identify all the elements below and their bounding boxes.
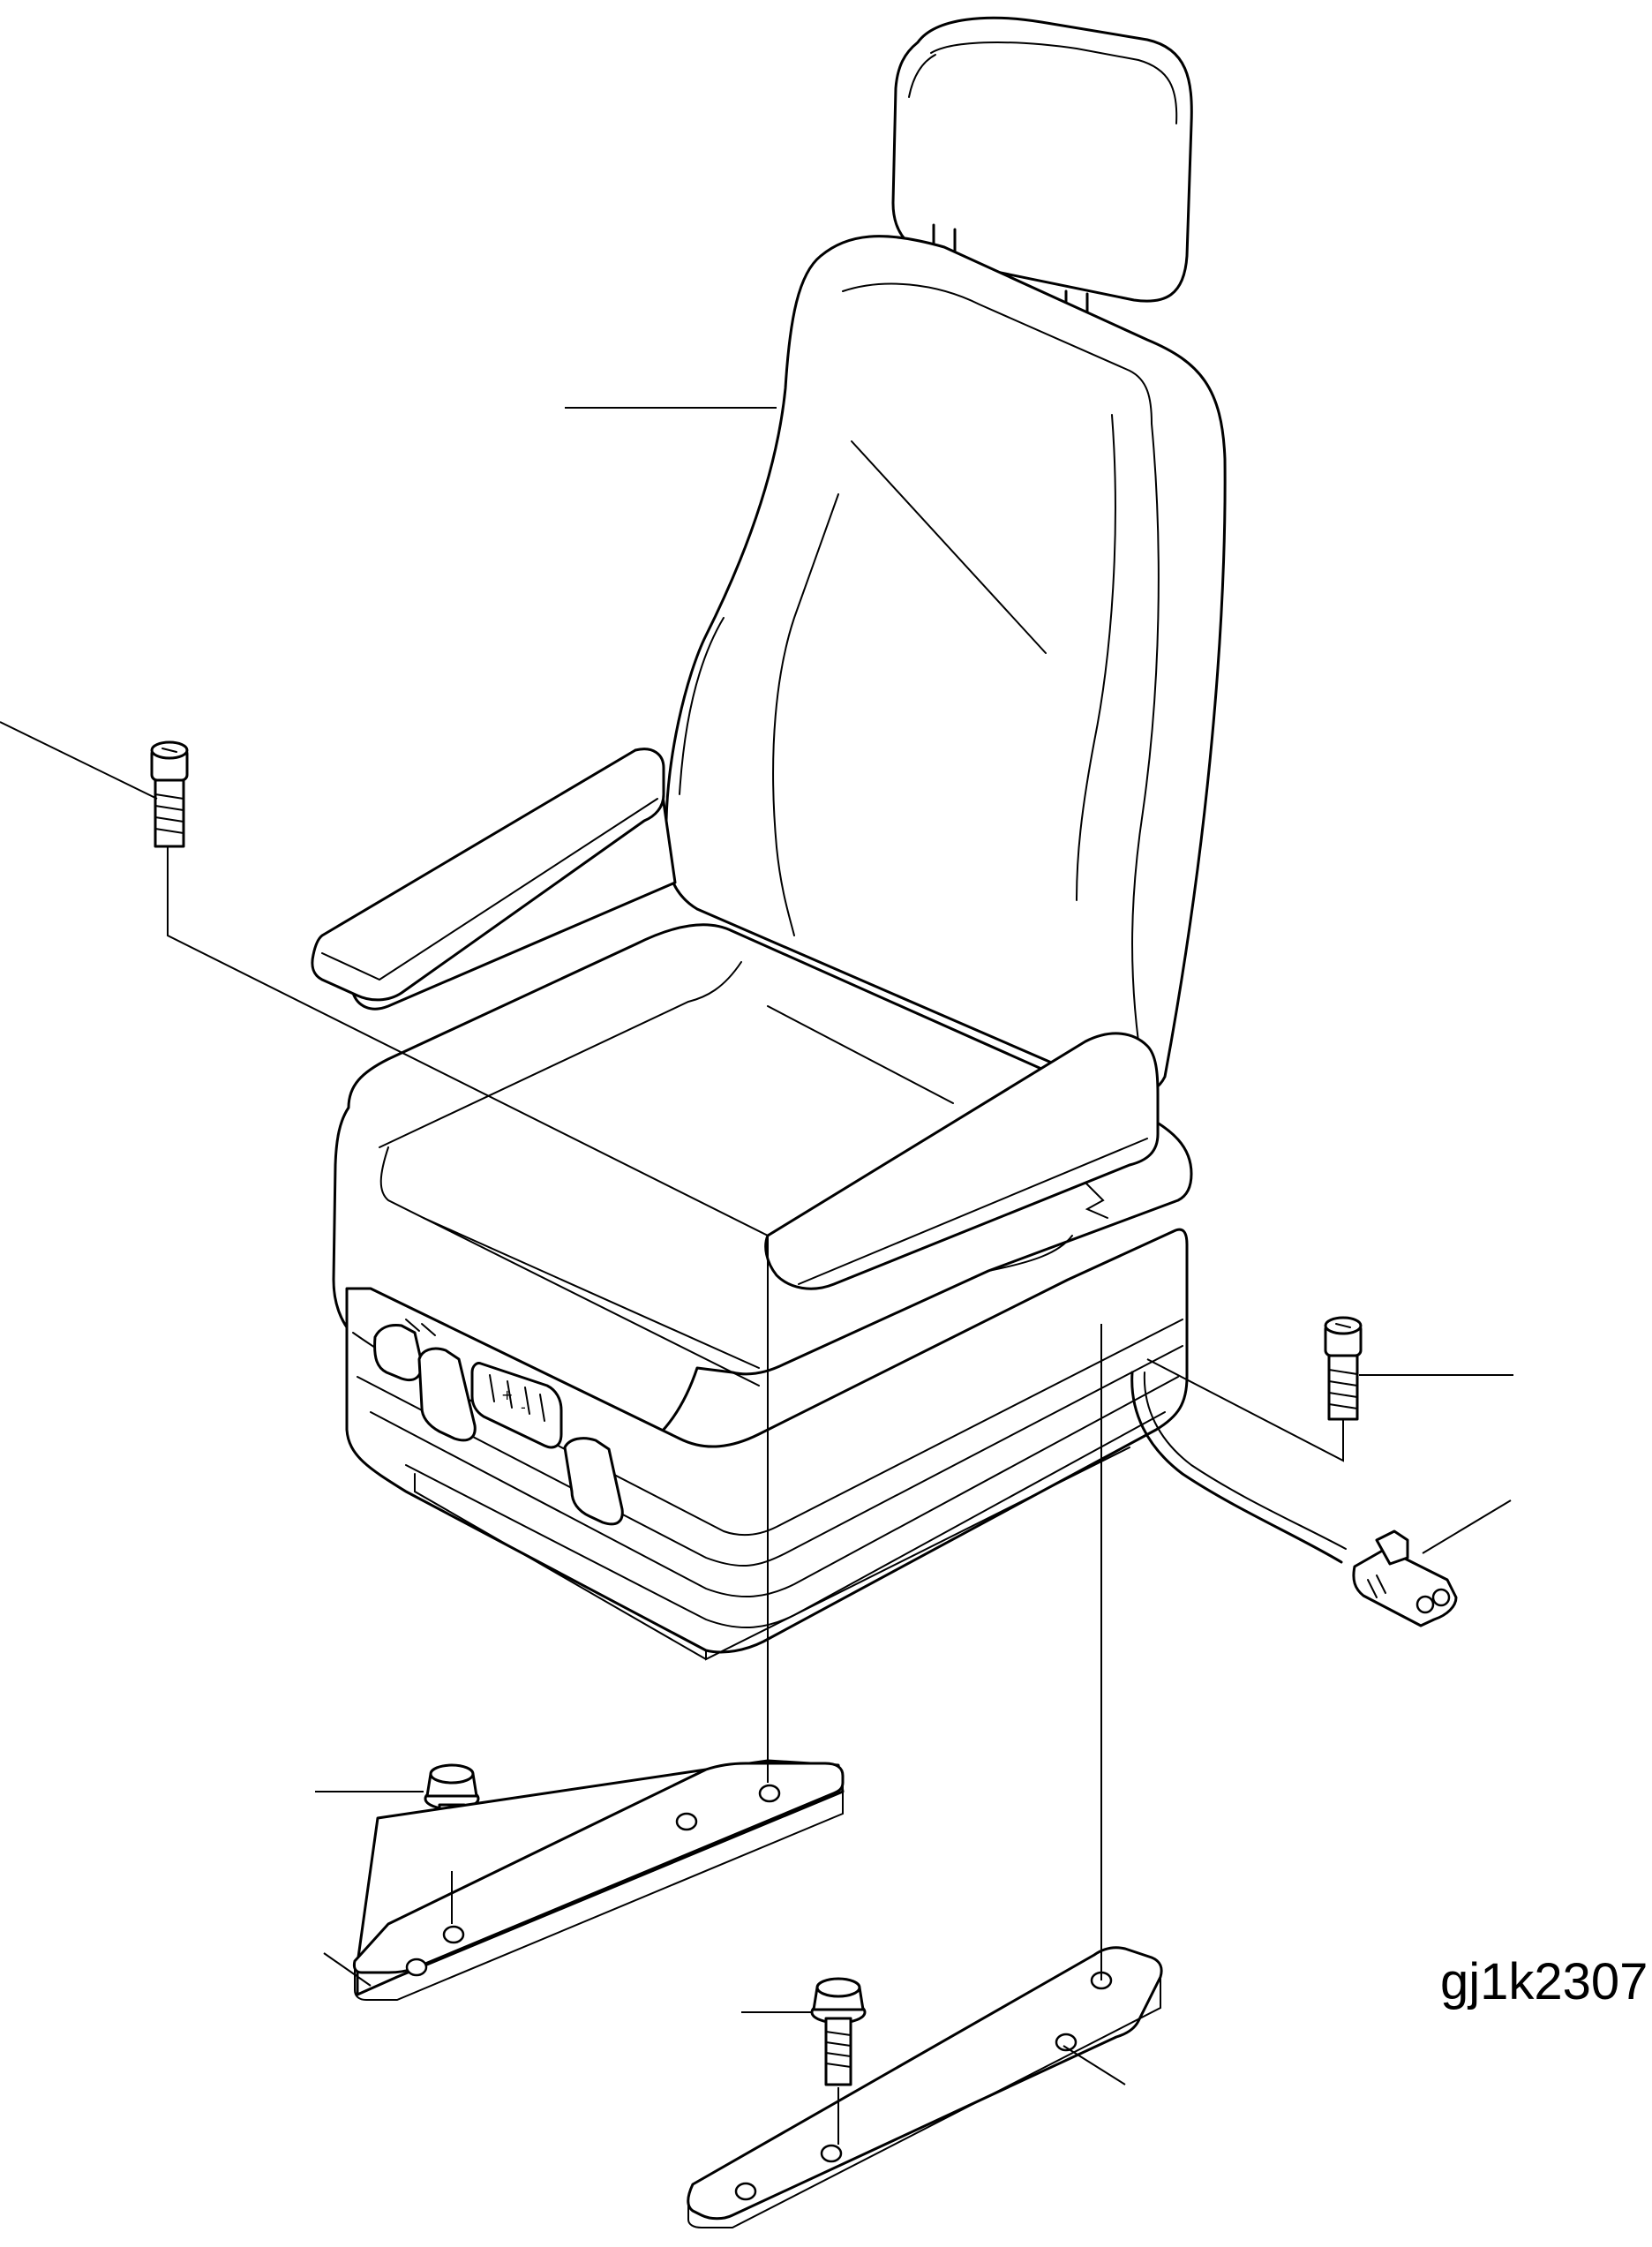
control-panel xyxy=(470,1362,563,1449)
wiring-cable xyxy=(1130,1371,1347,1564)
figure-reference-code: gj1k2307 xyxy=(1440,1953,1648,2010)
cap-screw-right xyxy=(1324,1316,1363,1421)
right-armrest xyxy=(764,1032,1160,1290)
svg-text:-: - xyxy=(521,1399,526,1416)
mounting-rail-left xyxy=(352,1759,845,2001)
lever-front-center xyxy=(417,1347,477,1442)
mounting-rail-right xyxy=(687,1946,1163,2228)
left-armrest xyxy=(311,748,677,1011)
cap-screw-left xyxy=(150,740,189,848)
callout-leaders xyxy=(0,407,1513,2085)
svg-text:+: + xyxy=(501,1387,513,1403)
lever-front-left xyxy=(373,1324,424,1382)
wiring-connector xyxy=(1352,1529,1458,1627)
assembly-centerlines xyxy=(167,847,1344,2145)
seat-cushion xyxy=(332,923,1193,1463)
seat-assembly: + - xyxy=(311,16,1458,1661)
lever-rear xyxy=(563,1437,624,1526)
flange-bolt-right xyxy=(810,1977,867,2086)
